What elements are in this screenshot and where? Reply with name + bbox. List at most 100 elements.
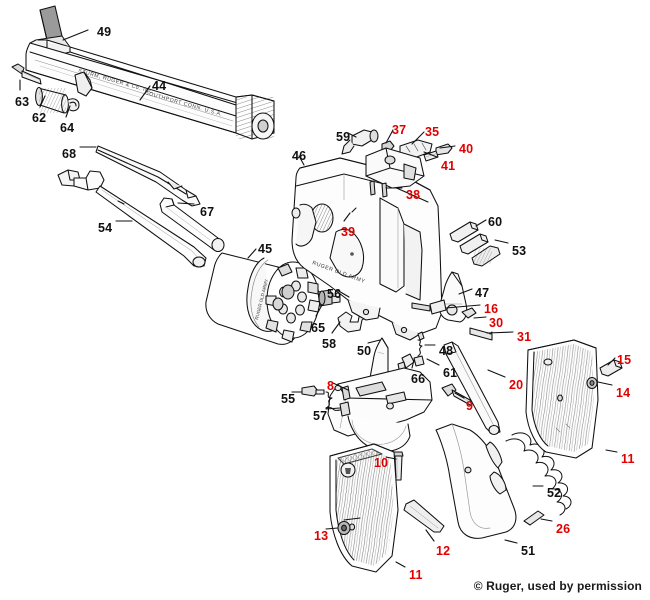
callout-53-base-pin-screw: 53: [512, 244, 527, 258]
callout-56-cylinder-latch: 56: [327, 287, 342, 301]
leader-line-41: [423, 151, 438, 158]
leader-line-9: [454, 392, 465, 399]
callout-45-cylinder: 45: [258, 242, 273, 256]
callout-26-mainspring-seat: 26: [556, 522, 571, 536]
copyright-credit: © Ruger, used by permission: [473, 579, 642, 593]
callout-59-rear-sight-elevation-screw: 59: [336, 130, 351, 144]
part-grip-pin-12: [403, 499, 445, 533]
callout-58-cylinder-latch-spring: 58: [322, 337, 337, 351]
callout-39-rear-sight-spring: 39: [341, 225, 356, 239]
leader-line-61: [426, 358, 440, 366]
leader-line-67: [177, 202, 195, 205]
leader-line-51: [504, 539, 518, 544]
leader-line-46: [298, 155, 305, 166]
part-rear-sight-assembly: [351, 139, 453, 213]
leader-line-8: [332, 382, 349, 391]
leader-line-49: [62, 29, 89, 41]
part-elevation-screw-59: [341, 129, 379, 155]
leader-line-10: [385, 456, 397, 460]
callout-47-hammer: 47: [475, 286, 490, 300]
callout-11-grip-panel-left: 11: [409, 568, 423, 582]
callout-55-latch-plunger-body: 55: [281, 392, 296, 406]
part-plunger-tube-67: [159, 197, 225, 253]
leader-line-59: [347, 132, 357, 138]
callout-20-hammer-strut: 20: [509, 378, 524, 392]
part-rammer-latch-68: [95, 145, 201, 207]
callout-51-grip-frame: 51: [521, 544, 536, 558]
callout-60-grip-frame-screw: 60: [488, 215, 503, 229]
callout-65-nipple: 65: [311, 321, 326, 335]
leader-line-11: [605, 449, 618, 453]
callout-52-mainspring: 52: [547, 486, 562, 500]
callout-46-frame: 46: [292, 149, 307, 163]
part-frame-46: RUGER OLD ARMY: [291, 157, 443, 341]
callout-37-rear-sight-windage-screw: 37: [392, 123, 407, 137]
callout-62-barrel-bushing: 62: [32, 111, 47, 125]
leader-line-45: [247, 248, 257, 259]
callout-11-grip-panel-right: 11: [621, 452, 635, 466]
callout-10-trigger-guard-screw: 10: [374, 456, 389, 470]
leader-line-57: [325, 407, 341, 410]
leader-line-12: [425, 529, 435, 542]
leader-line-35: [411, 131, 425, 145]
leader-line-56: [336, 289, 350, 298]
callout-66-pawl: 66: [411, 372, 426, 386]
part-bushing-62: [35, 86, 69, 114]
callout-35-rear-sight-blade: 35: [425, 125, 440, 139]
leader-line-40: [439, 145, 456, 149]
leader-line-44: [139, 85, 151, 101]
callout-64-retaining-washer: 64: [60, 121, 75, 135]
leader-line-14: [597, 381, 613, 386]
leader-line-50: [367, 339, 381, 344]
part-screw-63: [11, 63, 42, 85]
leader-line-64: [65, 105, 71, 118]
callout-68-rammer-latch: 68: [62, 147, 77, 161]
leader-line-20: [487, 369, 506, 378]
leader-line-60: [475, 219, 487, 227]
part-barrel-44: STURM, RUGER & Co. INC. SOUTHPORT CONN. …: [25, 42, 275, 140]
callout-54-loading-lever: 54: [98, 221, 113, 235]
callout-15-grip-screw: 15: [617, 353, 632, 367]
callout-38-sight-pivot-pin: 38: [406, 188, 421, 202]
callout-13-grip-medallion: 13: [314, 529, 329, 543]
callout-63-nipple-wrench-screw: 63: [15, 95, 30, 109]
callout-14-grip-escutcheon: 14: [616, 386, 631, 400]
callout-40-windage-spring: 40: [459, 142, 474, 156]
callout-48-trigger-spring: 48: [439, 344, 454, 358]
leader-line-53: [494, 239, 509, 244]
leader-line-62: [39, 95, 46, 108]
part-mainspring-52: [505, 432, 572, 516]
part-grip-panel-right-11: [525, 339, 599, 459]
callout-16-hammer-plunger: 16: [484, 302, 499, 316]
callout-49-front-sight-blade: 49: [97, 25, 112, 39]
leader-line-26: [540, 518, 553, 522]
part-pins-16-30-31: [411, 302, 493, 341]
callout-67-plunger-tube: 67: [200, 205, 215, 219]
leader-line-13: [325, 527, 339, 530]
part-escutcheon-13: [337, 520, 351, 536]
part-hammer-47: [429, 271, 468, 323]
part-washer-64: [67, 98, 80, 112]
part-grip-frame-51: [435, 423, 517, 539]
leader-line-58: [331, 321, 341, 334]
part-screws-60-53: [449, 221, 501, 267]
callout-41-windage-plunger: 41: [441, 159, 456, 173]
callout-8-cylinder-latch-plunger: 8: [327, 379, 335, 393]
callout-30-hammer-pivot-pin: 30: [489, 316, 504, 330]
leader-line-39: [343, 212, 351, 222]
leader-line-47: [458, 288, 473, 295]
leader-line-15: [607, 357, 616, 366]
part-trigger-guard: [301, 367, 433, 452]
part-mainspring-seat-26: [523, 510, 545, 526]
leader-line-16: [445, 304, 481, 309]
leader-line-30: [473, 316, 487, 319]
leader-line-65: [315, 304, 323, 317]
callout-50-trigger: 50: [357, 344, 372, 358]
leader-line-66: [411, 359, 415, 369]
part-loading-lever-54: [57, 169, 207, 268]
leader-line-11: [395, 561, 406, 568]
leader-line-31: [486, 331, 514, 334]
leader-line-37: [385, 129, 394, 144]
